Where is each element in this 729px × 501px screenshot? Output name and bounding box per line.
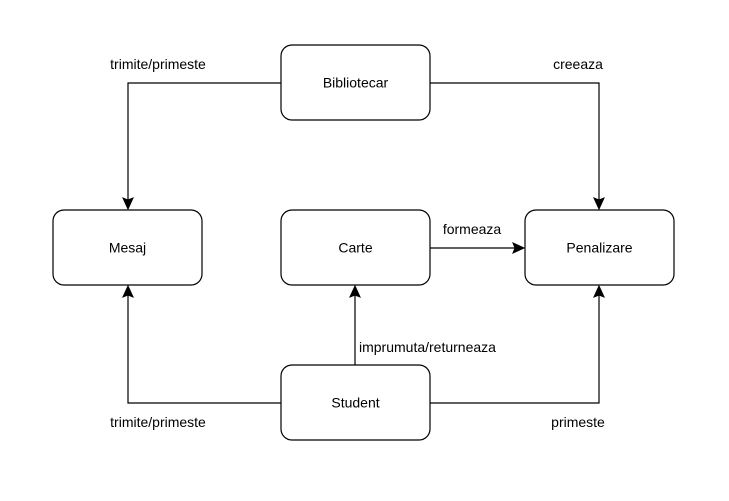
edge-bibliotecar-penalizare: creeaza <box>430 56 605 211</box>
edge-label-bibliotecar-mesaj: trimite/primeste <box>110 56 206 72</box>
node-label-mesaj: Mesaj <box>109 240 146 256</box>
arrowhead-icon <box>593 284 605 298</box>
edge-label-student-penalizare: primeste <box>551 414 605 430</box>
edge-student-carte: imprumuta/returneaza <box>349 284 496 365</box>
node-label-bibliotecar: Bibliotecar <box>323 75 389 91</box>
arrowhead-icon <box>122 284 134 298</box>
edge-label-student-mesaj: trimite/primeste <box>110 414 206 430</box>
node-mesaj[interactable]: Mesaj <box>52 209 203 286</box>
edge-label-carte-penalizare: formeaza <box>443 221 502 237</box>
node-bibliotecar[interactable]: Bibliotecar <box>280 44 431 121</box>
edge-student-penalizare: primeste <box>430 284 605 430</box>
node-label-penalizare: Penalizare <box>566 240 632 256</box>
arrowhead-icon <box>593 197 605 211</box>
node-carte[interactable]: Carte <box>280 209 431 286</box>
node-label-student: Student <box>331 395 379 411</box>
arrowhead-icon <box>512 242 526 254</box>
node-penalizare[interactable]: Penalizare <box>524 209 675 286</box>
edge-label-student-carte: imprumuta/returneaza <box>359 339 496 355</box>
arrowhead-icon <box>349 284 361 298</box>
edge-carte-penalizare: formeaza <box>430 221 526 254</box>
node-student[interactable]: Student <box>280 364 431 441</box>
edge-bibliotecar-mesaj: trimite/primeste <box>110 56 281 211</box>
edge-student-mesaj: trimite/primeste <box>110 284 281 430</box>
node-label-carte: Carte <box>338 240 372 256</box>
edge-label-bibliotecar-penalizare: creeaza <box>553 56 603 72</box>
arrowhead-icon <box>122 197 134 211</box>
